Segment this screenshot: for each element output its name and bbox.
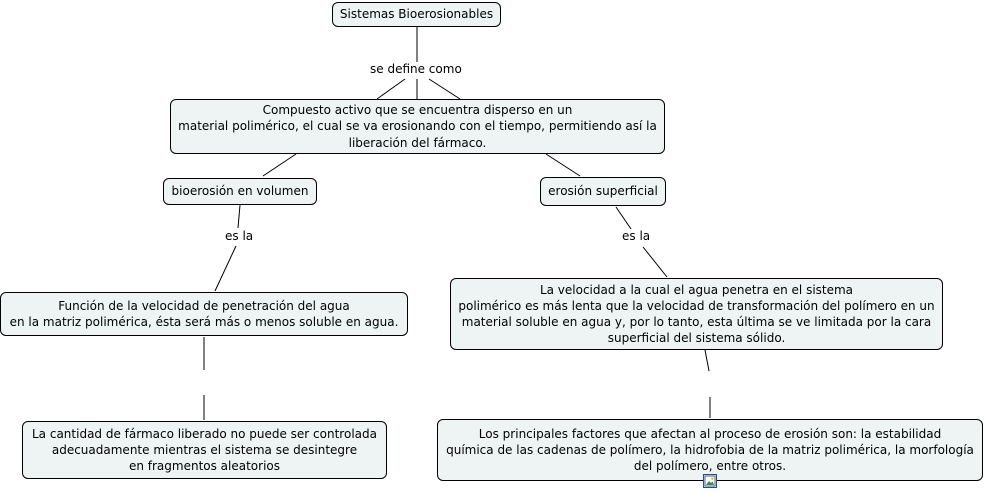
link-label-defines: se define como — [368, 62, 464, 76]
link-label-surface-is: es la — [620, 229, 653, 243]
link-label-bulk-is: es la — [223, 229, 256, 243]
concept-surface-erosion[interactable]: erosión superficial — [540, 177, 666, 206]
concept-definition[interactable]: Compuesto activo que se encuentra disper… — [170, 99, 665, 154]
connector-definition-surface — [545, 153, 581, 177]
image-resource-icon[interactable] — [703, 474, 717, 488]
connector-definition-bulk — [262, 153, 297, 177]
connector-bulk-label-detail — [214, 245, 237, 292]
concept-bulk-detail[interactable]: Función de la velocidad de penetración d… — [0, 292, 408, 336]
concept-root[interactable]: Sistemas Bioerosionables — [332, 2, 501, 27]
connector-bulk-label — [237, 204, 241, 229]
concept-bulk-result[interactable]: La cantidad de fármaco liberado no puede… — [22, 421, 387, 479]
connector-surface-detail-result-top — [704, 349, 710, 372]
connector-label-definition-left — [376, 78, 406, 100]
connector-surface-label-detail — [642, 246, 668, 278]
connector-label-definition-right — [428, 78, 461, 100]
concept-surface-detail[interactable]: La velocidad a la cual el agua penetra e… — [450, 278, 943, 350]
concept-surface-result[interactable]: Los principales factores que afectan al … — [437, 419, 983, 481]
concept-bulk-erosion[interactable]: bioerosión en volumen — [163, 178, 317, 205]
connector-surface-label — [615, 206, 632, 230]
